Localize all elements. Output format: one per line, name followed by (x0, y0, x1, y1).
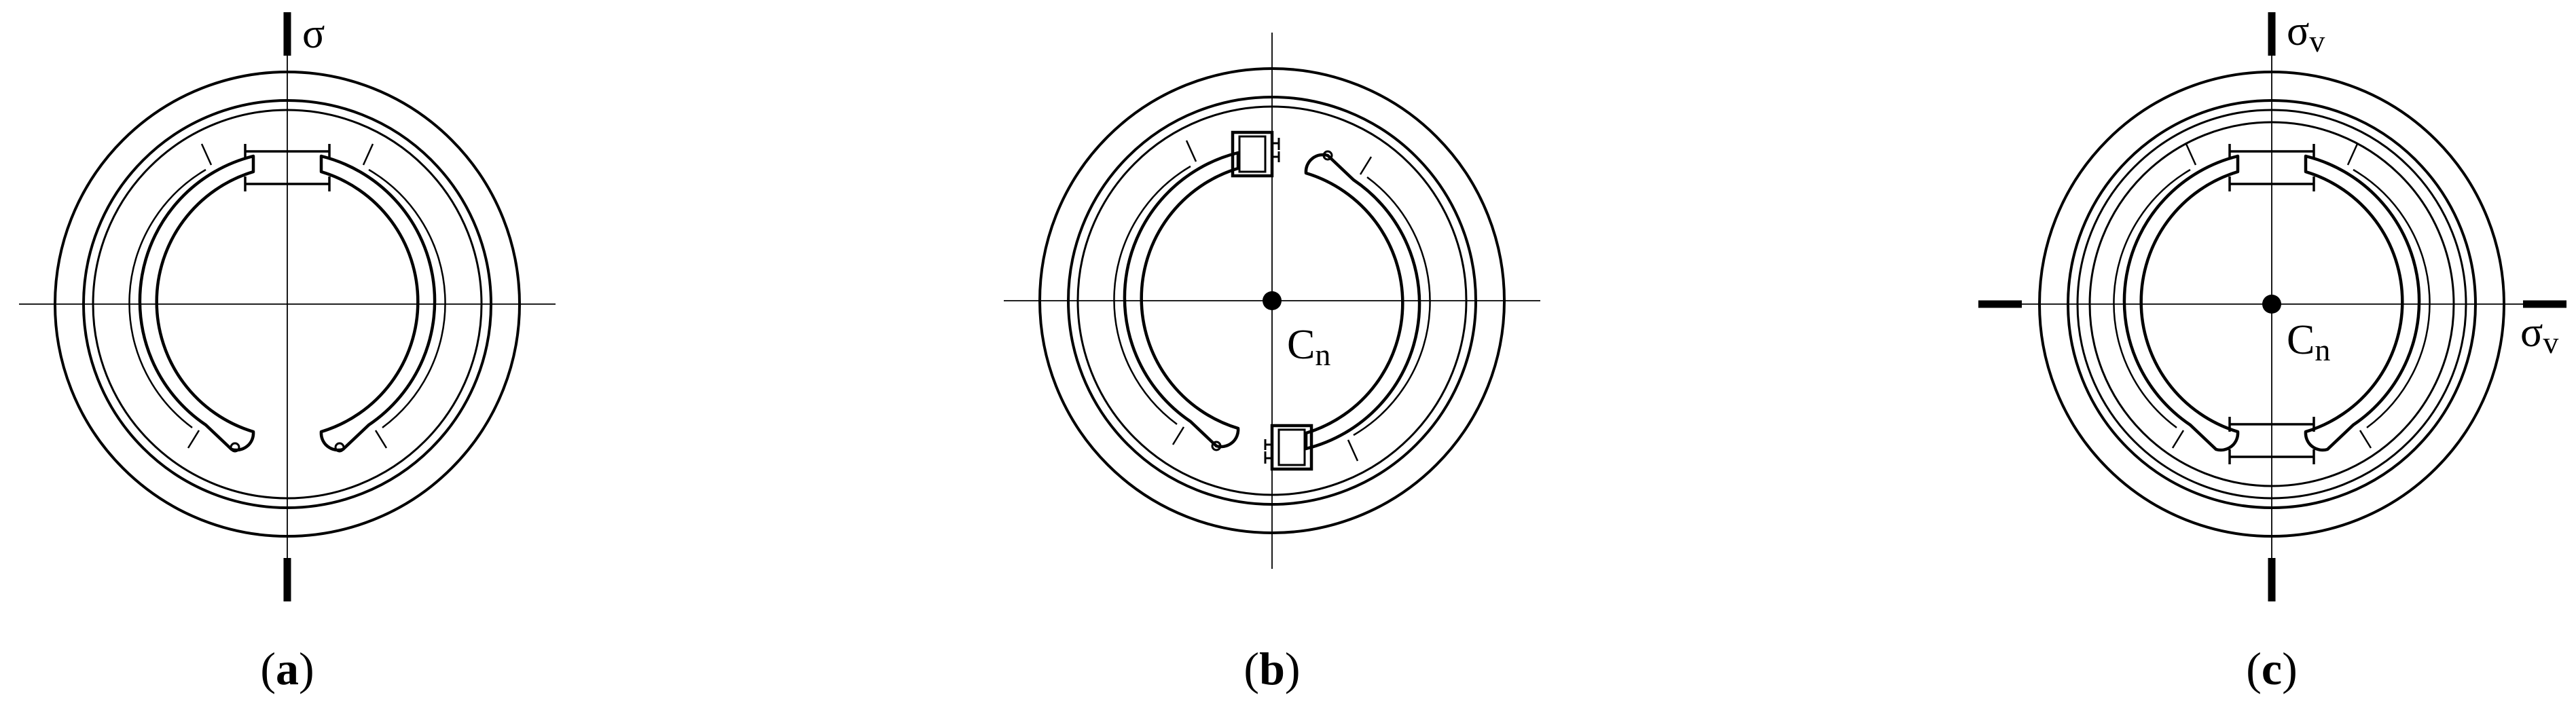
cn-label: Cn (2287, 317, 2330, 367)
sigma-label: σ (302, 11, 325, 57)
caption-a: (a) (260, 643, 314, 694)
caption-c: (c) (2246, 643, 2298, 694)
shoe-right (321, 144, 446, 453)
cylinder-bottom (1265, 426, 1311, 469)
panel-a: σ (19, 11, 556, 601)
caption-b: (b) (1244, 643, 1300, 694)
shoe-lower-left (1114, 141, 1238, 451)
shoe-left (2114, 144, 2238, 450)
cylinder-top (1233, 132, 1279, 176)
panel-c: σv σv Cn (1978, 8, 2566, 601)
panel-b: Cn (1004, 33, 1540, 569)
sigma-v-label-top: σv (2287, 8, 2325, 58)
shoe-upper-right (1306, 150, 1430, 461)
shoe-left (129, 144, 253, 453)
sigma-v-label-right: σv (2520, 310, 2558, 360)
rotation-axis-dot (2262, 295, 2281, 314)
shoe-right (2306, 144, 2430, 450)
symmetry-plane-marks (1978, 12, 2566, 601)
cn-label: Cn (1287, 322, 1330, 372)
centerlines (19, 36, 556, 572)
rotation-axis-dot (1263, 291, 1282, 310)
